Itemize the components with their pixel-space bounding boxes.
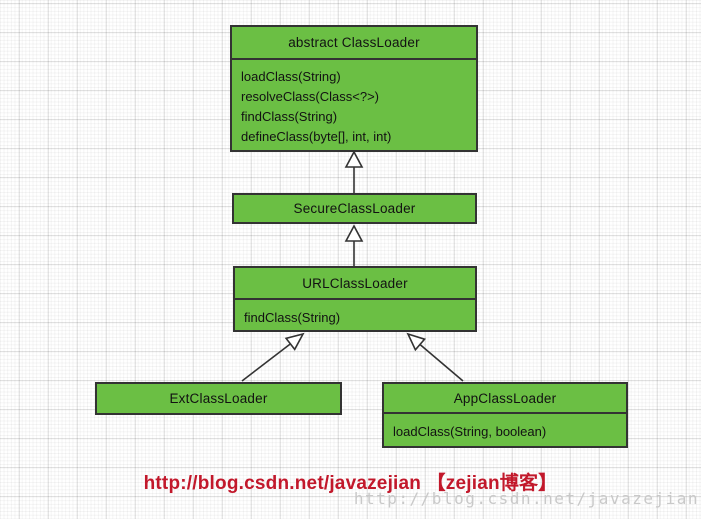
class-box-secureclassloader: SecureClassLoader — [232, 193, 477, 224]
method-loadclass-boolean: loadClass(String, boolean) — [393, 424, 547, 439]
class-title: abstract ClassLoader — [288, 35, 420, 50]
class-title: AppClassLoader — [453, 390, 557, 406]
method-defineclass: defineClass(byte[], int, int) — [241, 129, 392, 144]
method-findclass: findClass(String) — [244, 310, 341, 325]
class-title: ExtClassLoader — [169, 391, 268, 406]
method-findclass: findClass(String) — [241, 109, 338, 124]
method-resolveclass: resolveClass(Class<?>) — [241, 89, 379, 104]
arrow-url-to-secure — [344, 224, 364, 266]
arrow-secure-to-classloader — [344, 150, 364, 193]
class-box-abstract-classloader: abstract ClassLoader loadClass(String) r… — [230, 25, 478, 152]
class-box-urlclassloader: URLClassLoader findClass(String) — [233, 266, 477, 332]
blog-url-watermark-red: http://blog.csdn.net/javazejian 【zejian博… — [143, 473, 558, 494]
class-box-appclassloader: AppClassLoader loadClass(String, boolean… — [382, 382, 628, 448]
arrow-app-to-url — [406, 332, 464, 382]
method-loadclass: loadClass(String) — [241, 69, 341, 84]
class-methods: findClass(String) — [235, 298, 475, 328]
class-title: SecureClassLoader — [293, 201, 416, 216]
class-methods: loadClass(String, boolean) — [384, 412, 626, 442]
arrow-ext-to-url — [241, 332, 305, 382]
class-methods: loadClass(String) resolveClass(Class<?>)… — [232, 58, 476, 147]
class-box-extclassloader: ExtClassLoader — [95, 382, 342, 415]
blog-url-watermark-gray: http://blog.csdn.net/javazejian — [353, 489, 699, 508]
class-title: URLClassLoader — [302, 275, 408, 291]
